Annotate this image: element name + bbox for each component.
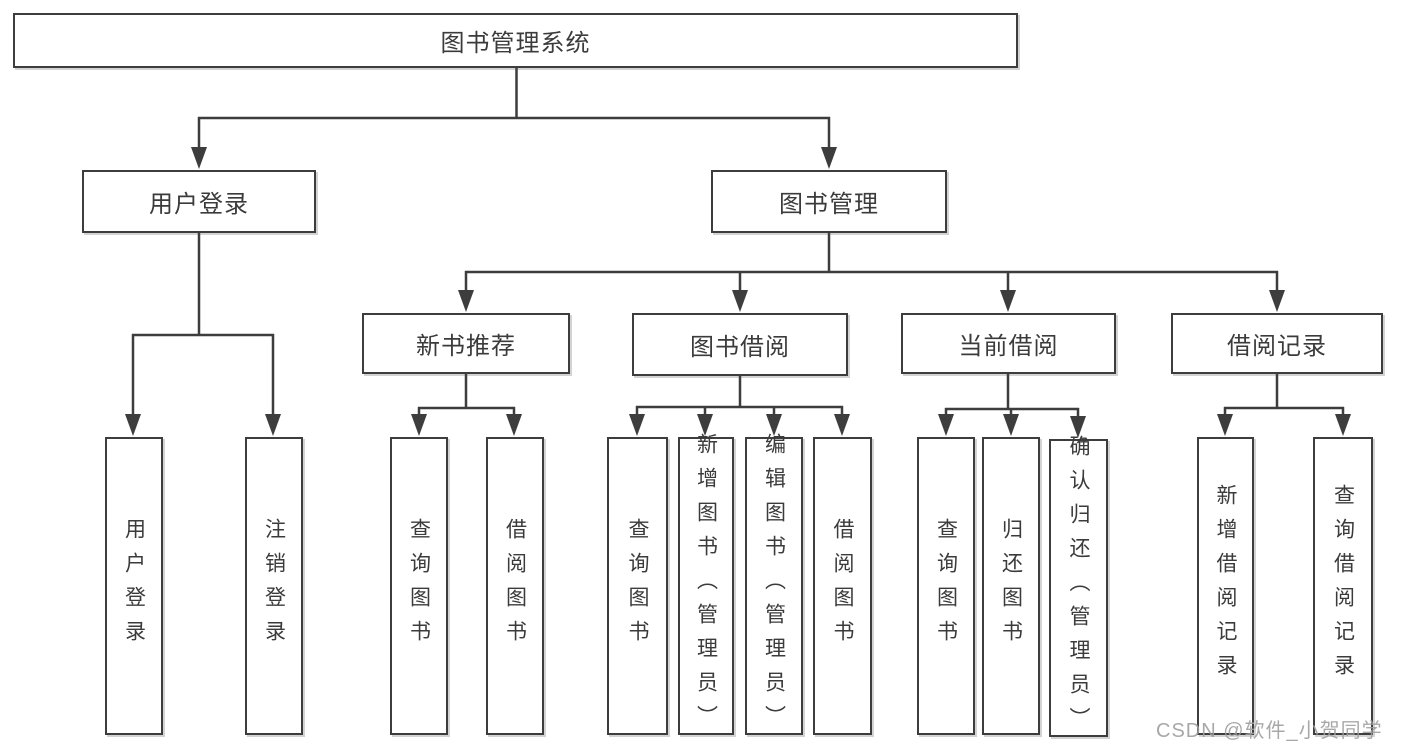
connector-login-to-leaves: [131, 233, 275, 421]
node-logout: 注销登录: [245, 437, 303, 735]
node-records-add-record: 新增借阅记录: [1197, 437, 1254, 735]
node-label: 图书管理系统: [440, 30, 591, 57]
node-book-borrow: 图书借阅: [632, 313, 848, 376]
node-current-borrow: 当前借阅: [901, 313, 1116, 374]
node-label: 新增图书（管理员）: [694, 433, 718, 739]
connector-management-to-level3: [464, 233, 1279, 296]
csdn-watermark: CSDN @软件_小贺同学: [1156, 720, 1383, 742]
node-label: 图书借阅: [690, 334, 790, 361]
node-label: 用户登录: [149, 191, 249, 218]
connector-newbooks-to-leaves: [417, 374, 516, 421]
node-records-query-record: 查询借阅记录: [1313, 437, 1373, 735]
node-book-management-branch: 图书管理: [711, 170, 947, 233]
node-label: 借阅图书: [831, 518, 854, 654]
node-borrow-borrow-books: 借阅图书: [813, 437, 872, 735]
node-borrow-query-books: 查询图书: [607, 437, 668, 735]
node-newbooks-borrow-books: 借阅图书: [486, 437, 544, 735]
node-label: 查询图书: [934, 518, 958, 654]
node-label: 编辑图书（管理员）: [762, 433, 786, 739]
node-label: 借阅图书: [503, 518, 527, 654]
node-label: 归还图书: [999, 518, 1023, 654]
connector-records-to-leaves: [1223, 374, 1345, 421]
node-borrow-edit-books-admin: 编辑图书（管理员）: [745, 433, 803, 739]
connector-currentborrow-to-leaves: [944, 374, 1080, 421]
node-label: 用户登录: [122, 518, 146, 654]
node-library-management-system: 图书管理系统: [13, 13, 1018, 68]
connector-root-to-level2: [197, 68, 831, 152]
node-label: 图书管理: [779, 191, 879, 218]
node-label: 当前借阅: [958, 333, 1059, 360]
node-label: 借阅记录: [1227, 333, 1327, 360]
node-current-return-books: 归还图书: [982, 437, 1040, 735]
node-label: 查询借阅记录: [1331, 484, 1355, 688]
node-new-book-recommend: 新书推荐: [362, 313, 570, 374]
node-label: 新增借阅记录: [1214, 484, 1237, 688]
node-current-confirm-return-admin: 确认归还（管理员）: [1049, 435, 1108, 741]
node-user-login-branch: 用户登录: [82, 170, 316, 233]
node-newbooks-query-books: 查询图书: [390, 437, 448, 735]
connector-bookborrow-to-leaves: [635, 376, 844, 421]
node-label: 查询图书: [407, 518, 431, 654]
node-borrow-records: 借阅记录: [1171, 313, 1383, 374]
node-label: 新书推荐: [416, 333, 516, 360]
node-current-query-books: 查询图书: [917, 437, 975, 735]
node-borrow-add-books-admin: 新增图书（管理员）: [678, 433, 734, 739]
node-label: 查询图书: [626, 518, 649, 654]
node-label: 注销登录: [262, 518, 286, 654]
node-user-login: 用户登录: [105, 437, 163, 735]
node-label: 确认归还（管理员）: [1067, 435, 1090, 741]
